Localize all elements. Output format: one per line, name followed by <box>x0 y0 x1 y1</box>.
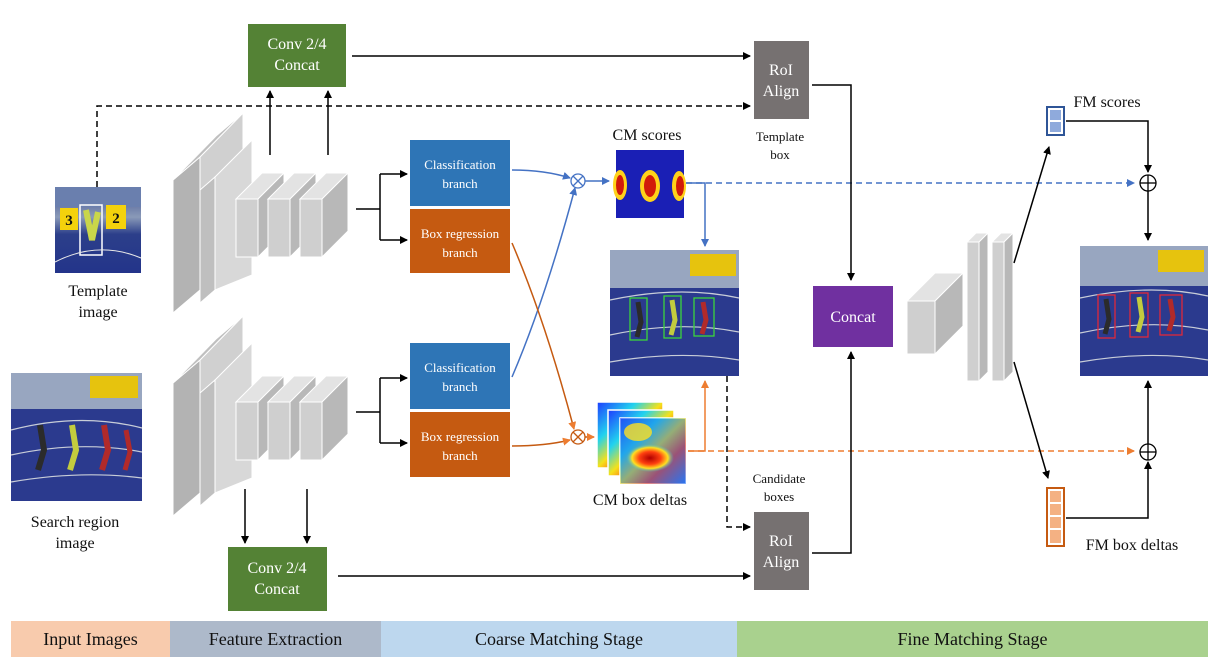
cls-top-line1: Classification <box>424 157 496 172</box>
stage-bar: Input Images Feature Extraction Coarse Mat… <box>11 621 1208 657</box>
stage-label-3: Coarse Matching Stage <box>475 629 643 649</box>
bottom-backbone <box>172 314 350 518</box>
fm-scores-label: FM scores <box>1073 94 1140 111</box>
sum-op-top <box>1139 174 1157 192</box>
template-image: 3 2 <box>54 187 142 273</box>
box-top-line1: Box regression <box>421 226 500 241</box>
conv-bottom-line1: Conv 2/4 <box>247 560 306 577</box>
stage-label-2: Feature Extraction <box>209 629 342 649</box>
cm-box-deltas-label: CM box deltas <box>593 492 687 509</box>
classification-branch-top <box>410 140 510 206</box>
arrow-roi-bottom-to-concat <box>812 351 855 554</box>
conv-top-line1: Conv 2/4 <box>267 36 326 53</box>
roi-align-bottom <box>754 512 809 590</box>
arrow-candidates-to-roi <box>726 376 751 531</box>
arrow-box-top-to-xcorr <box>511 242 577 430</box>
cm-scores-label: CM scores <box>613 127 682 144</box>
template-image-label-line2: image <box>78 304 117 321</box>
roi-top-line2: Align <box>763 83 799 100</box>
arrow-box-bottom-to-xcorr <box>511 437 571 447</box>
xcorr-op-bottom <box>570 429 586 445</box>
template-box-line1: Template <box>756 129 804 144</box>
cls-bottom-line1: Classification <box>424 360 496 375</box>
conv-concat-top <box>248 24 346 87</box>
top-backbone <box>172 111 350 315</box>
sum-op-bottom <box>1139 443 1157 461</box>
xcorr-op-top <box>570 173 586 189</box>
candidate-boxes-line2: boxes <box>764 489 794 504</box>
stage-band-2 <box>170 621 381 657</box>
cm-box-deltas-heatmaps <box>596 401 687 485</box>
arrow-roi-top-to-concat <box>812 84 855 281</box>
cm-scores-heatmap <box>613 150 686 218</box>
box-bottom-line1: Box regression <box>421 429 500 444</box>
concat-box <box>813 286 893 347</box>
bib-number-2: 2 <box>112 211 120 227</box>
fm-box-deltas-vector <box>1046 487 1065 547</box>
concat-label: Concat <box>830 309 876 326</box>
output-frame-image <box>1079 246 1209 376</box>
arrow-fm-deltas-to-sum <box>1066 461 1152 519</box>
search-image-label-line2: image <box>55 535 94 552</box>
bib-number-3: 3 <box>65 213 73 229</box>
fm-scores-vector <box>1046 106 1065 136</box>
conv-concat-bottom <box>228 547 327 611</box>
candidate-boxes-line1: Candidate <box>753 471 806 486</box>
arrow-cm-scores-to-candidates <box>686 182 709 247</box>
arrow-cm-deltas-to-candidates <box>688 380 709 452</box>
template-image-label-line1: Template <box>68 283 127 300</box>
fm-box-deltas-label: FM box deltas <box>1086 537 1178 554</box>
stage-label-4: Fine Matching Stage <box>898 629 1048 649</box>
search-image-label-line1: Search region <box>31 514 119 531</box>
search-region-image <box>10 373 143 501</box>
stage-band-4 <box>737 621 1208 657</box>
arrow-fm-scores-to-sum <box>1066 120 1152 173</box>
stage-band-1 <box>11 621 170 657</box>
arrow-net-to-fm-scores <box>1013 146 1051 264</box>
box-bottom-line2: branch <box>442 448 478 463</box>
candidate-frame-image <box>609 250 740 376</box>
stage-band-3 <box>381 621 737 657</box>
roi-align-top <box>754 41 809 119</box>
conv-bottom-line2: Concat <box>254 581 300 598</box>
roi-bottom-line2: Align <box>763 554 799 571</box>
stage-label-1: Input Images <box>43 629 137 649</box>
roi-top-line1: RoI <box>769 62 793 79</box>
arrow-cls-bottom-to-xcorr <box>511 187 578 378</box>
arrow-cls-top-to-xcorr <box>511 169 571 180</box>
box-regression-branch-top <box>410 209 510 273</box>
cls-bottom-line2: branch <box>442 379 478 394</box>
box-regression-branch-bottom <box>410 412 510 477</box>
cls-top-line2: branch <box>442 176 478 191</box>
roi-bottom-line1: RoI <box>769 533 793 550</box>
template-box-line2: box <box>770 147 790 162</box>
conv-top-line2: Concat <box>274 57 320 74</box>
fine-matching-network <box>905 231 1015 383</box>
classification-branch-bottom <box>410 343 510 409</box>
arrow-template-to-roi <box>96 102 751 187</box>
box-top-line2: branch <box>442 245 478 260</box>
arrow-net-to-fm-deltas <box>1013 361 1050 479</box>
